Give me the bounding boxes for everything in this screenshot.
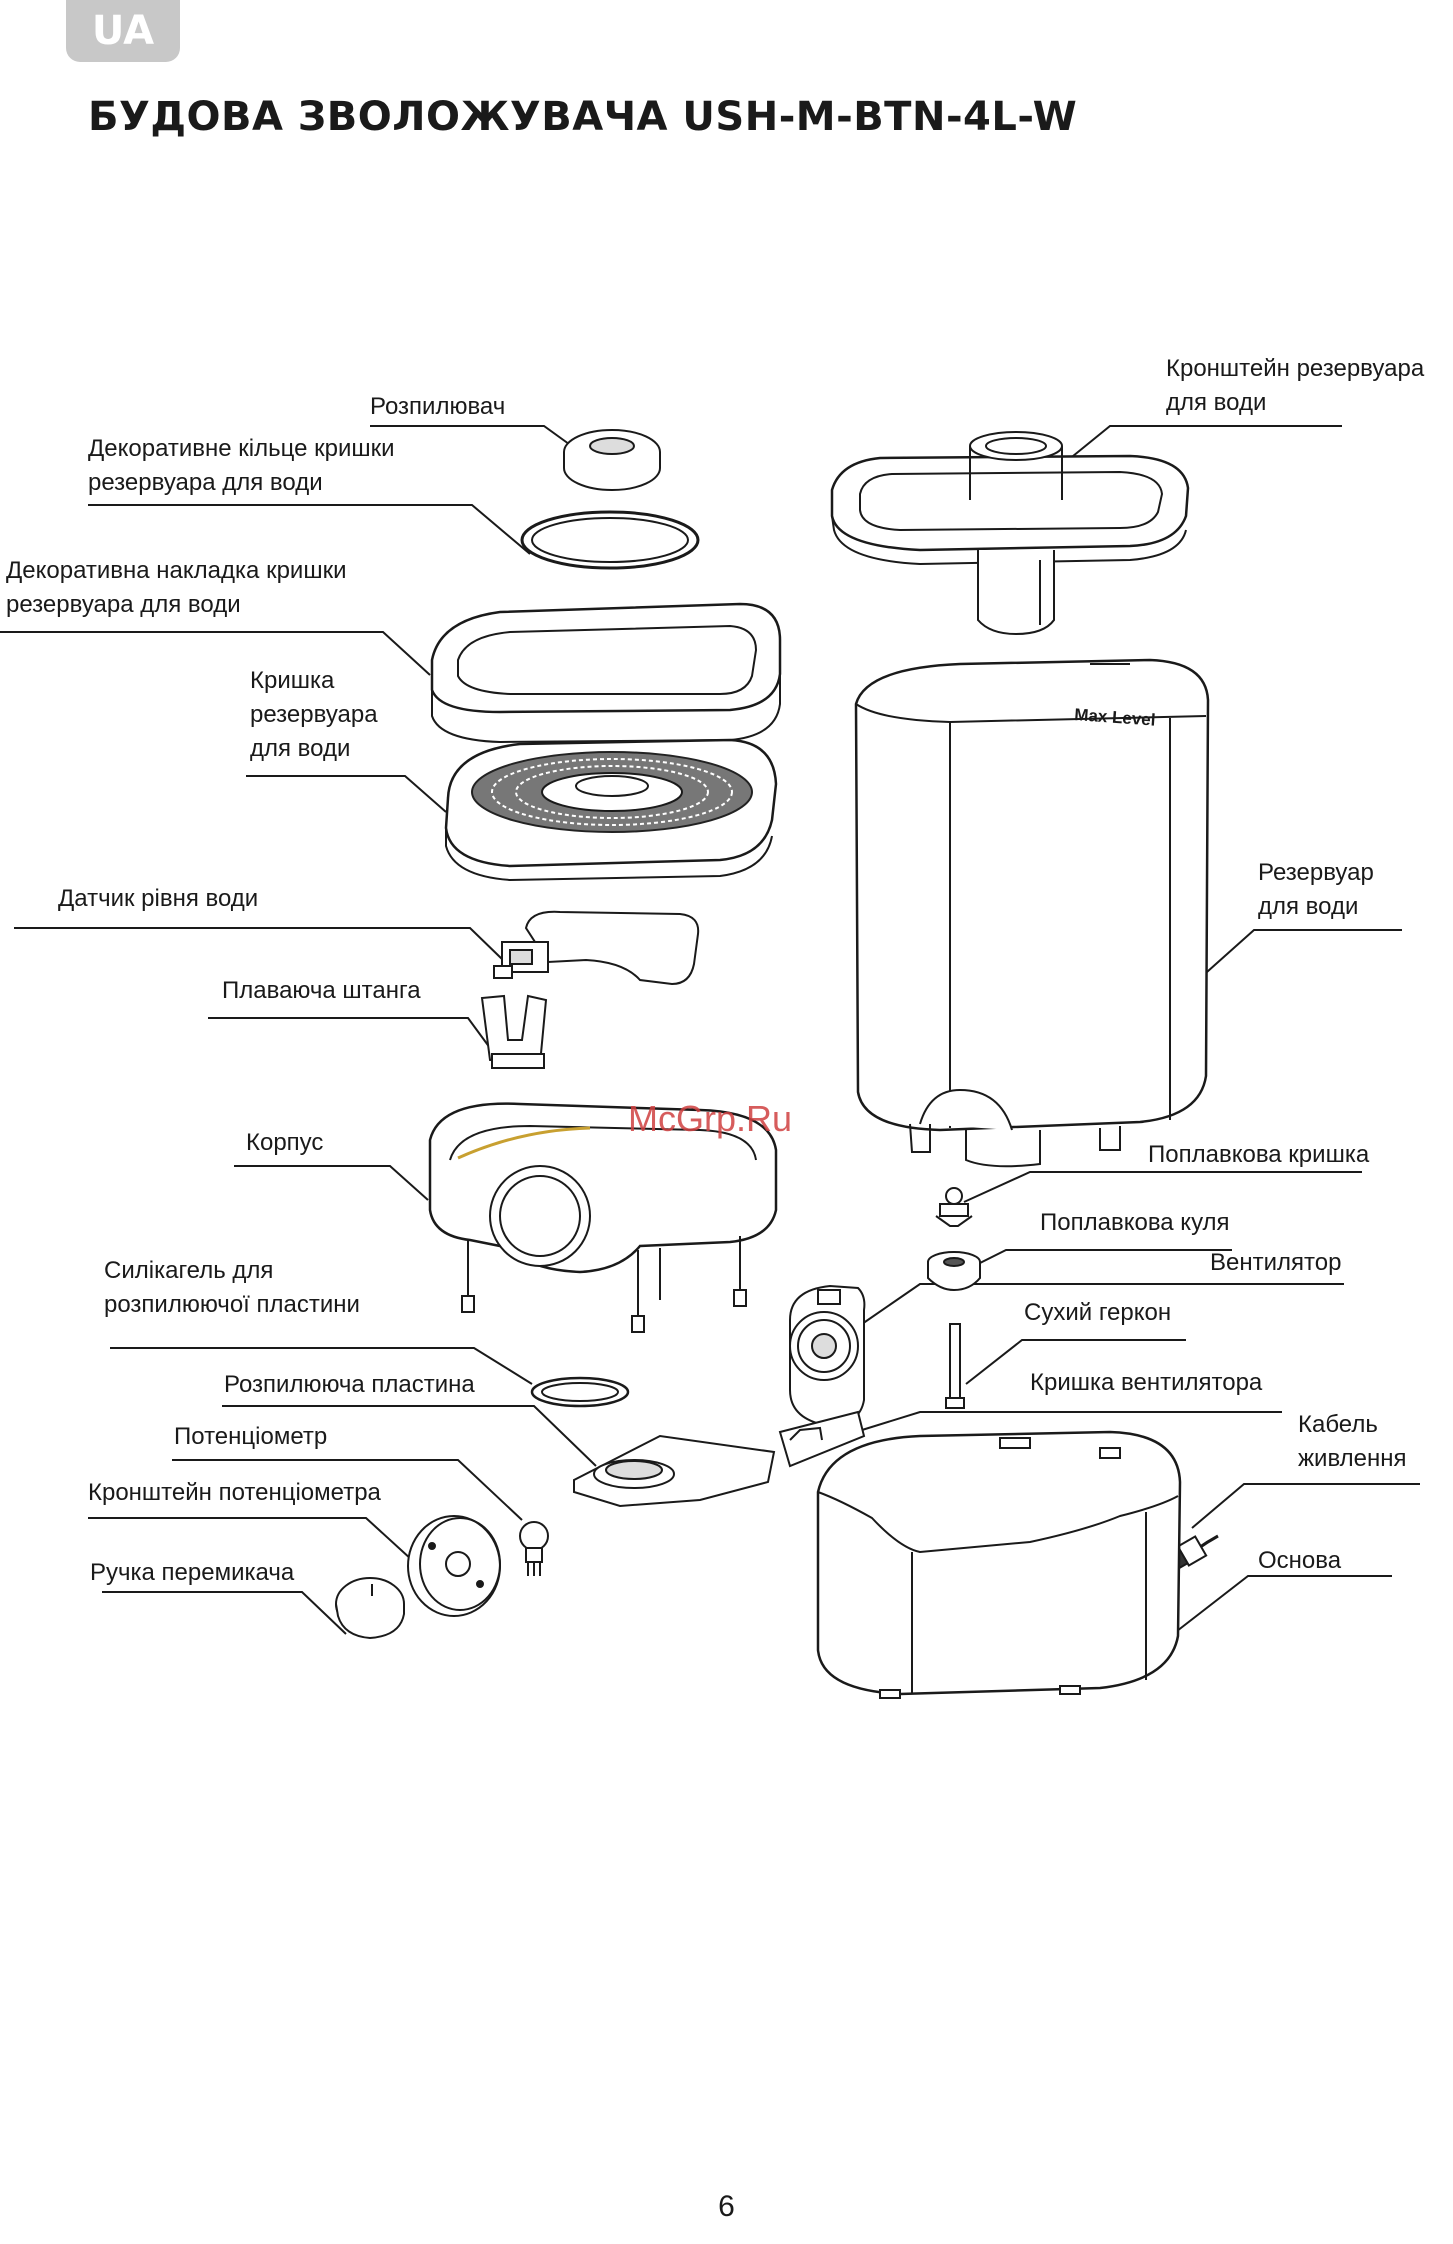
floating-rod-part	[480, 994, 548, 1069]
decorative-ring-part	[520, 510, 700, 570]
label-water-tank: Резервуар для води	[1258, 859, 1374, 920]
label-sprayer: Розпилювач	[370, 393, 506, 420]
label-float-ball: Поплавкова куля	[1040, 1209, 1230, 1236]
tank-lid-part	[444, 738, 778, 882]
dry-reed-part	[945, 1323, 965, 1409]
label-base: Основа	[1258, 1547, 1342, 1574]
label-tank-lid: Кришка резервуара для води	[250, 667, 378, 762]
label-housing: Корпус	[246, 1129, 324, 1156]
decorative-cover-part	[430, 602, 782, 744]
float-cap-part	[935, 1187, 973, 1227]
page-number: 6	[718, 2190, 735, 2223]
potentiometer-bracket-part	[407, 1515, 501, 1617]
water-level-sensor-part	[493, 910, 700, 986]
label-silica-gel: Силікагель для розпилюючої пластини	[104, 1257, 360, 1318]
label-decorative-cover: Декоративна накладка кришки резервуара д…	[6, 557, 347, 618]
label-water-level-sensor: Датчик рівня води	[58, 885, 259, 912]
label-float-cap: Поплавкова кришка	[1148, 1141, 1370, 1168]
float-ball-part	[927, 1251, 981, 1292]
water-tank-part	[854, 658, 1210, 1168]
fan-part	[789, 1284, 866, 1428]
base-part	[816, 1430, 1182, 1699]
label-tank-bracket: Кронштейн резервуара для води	[1166, 355, 1425, 416]
label-fan: Вентилятор	[1210, 1249, 1342, 1276]
tank-bracket-part	[830, 431, 1190, 636]
label-spray-plate: Розпилююча пластина	[224, 1371, 475, 1398]
potentiometer-part	[519, 1521, 549, 1576]
sprayer-part	[563, 429, 661, 491]
label-switch-knob: Ручка перемикача	[90, 1559, 295, 1586]
label-decorative-ring: Декоративне кільце кришки резервуара для…	[88, 435, 395, 496]
page-title: БУДОВА ЗВОЛОЖУВАЧА USH-M-BTN-4L-W	[88, 94, 1078, 140]
label-floating-rod: Плаваюча штанга	[222, 977, 421, 1004]
spray-plate-part	[573, 1434, 776, 1508]
label-potentiometer-bracket: Кронштейн потенціометра	[88, 1479, 381, 1506]
label-potentiometer: Потенціометр	[174, 1423, 328, 1450]
fan-cover-part	[778, 1410, 866, 1468]
label-power-cable: Кабель живлення	[1298, 1411, 1407, 1472]
silica-gel-part	[530, 1376, 630, 1408]
switch-knob-part	[335, 1577, 405, 1640]
label-dry-reed: Сухий геркон	[1024, 1299, 1172, 1326]
label-fan-cover: Кришка вентилятора	[1030, 1369, 1263, 1396]
leader-lines-left	[0, 425, 597, 1635]
watermark: McGrp.Ru	[628, 1098, 793, 1139]
housing-part	[428, 1102, 778, 1333]
language-badge: UA	[66, 0, 180, 62]
